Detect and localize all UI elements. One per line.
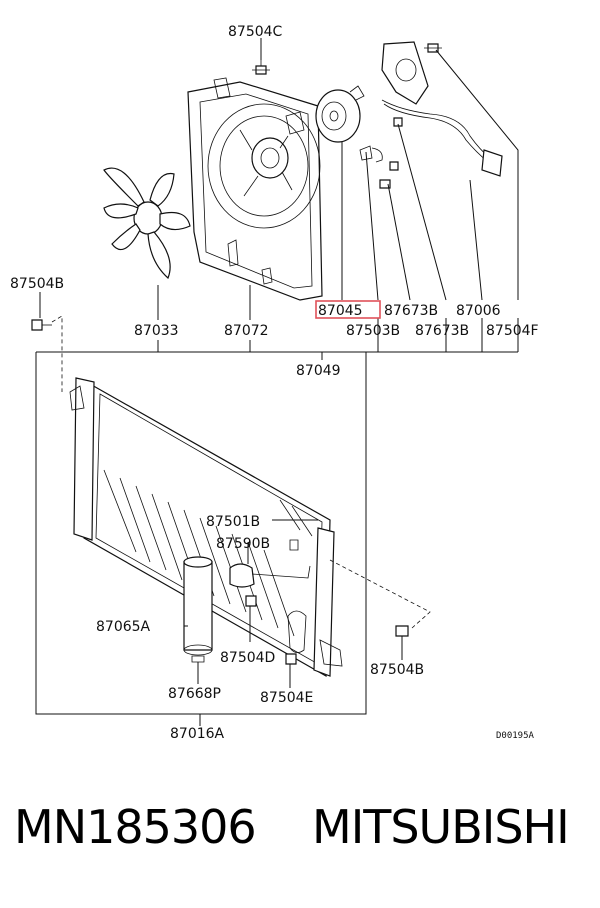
- label-87033: 87033: [134, 323, 179, 339]
- label-87504f: 87504F: [486, 323, 539, 339]
- condenser: [69, 377, 343, 678]
- label-87504b-right: 87504B: [370, 662, 424, 678]
- wiring-harness: [359, 41, 503, 177]
- brand-name: MITSUBISHI: [312, 800, 570, 854]
- fan-shroud: [187, 77, 323, 301]
- bolt-icon: [245, 539, 409, 665]
- label-87045: 87045: [318, 303, 363, 319]
- bolt-icon: [252, 43, 442, 189]
- label-87006: 87006: [456, 303, 501, 319]
- label-87673b-top: 87673B: [384, 303, 438, 319]
- bolt-icon: [31, 319, 52, 331]
- drawing-reference: D00195A: [496, 731, 535, 741]
- label-87065a: 87065A: [96, 619, 151, 635]
- footer: MN185306 MITSUBISHI: [0, 800, 600, 880]
- fan-motor: [315, 85, 365, 143]
- label-87016a: 87016A: [170, 726, 225, 742]
- label-87501b: 87501B: [206, 514, 260, 530]
- fan-blade: [103, 167, 191, 280]
- label-87504e: 87504E: [260, 690, 313, 706]
- label-87504c: 87504C: [228, 24, 283, 40]
- part-number: MN185306: [14, 800, 257, 854]
- label-87668p: 87668P: [168, 686, 221, 702]
- label-87072: 87072: [224, 323, 269, 339]
- bracket-clip: [229, 563, 311, 588]
- label-87049: 87049: [296, 363, 341, 379]
- parts-diagram: 87504C 87504B 87033 87072 87045 87673B 8…: [10, 24, 539, 742]
- label-87504b-left: 87504B: [10, 276, 64, 292]
- label-87504d: 87504D: [220, 650, 275, 666]
- highlight-box: [315, 300, 381, 319]
- receiver-drier: [183, 556, 213, 663]
- label-87503b: 87503B: [346, 323, 400, 339]
- label-87590b: 87590B: [216, 536, 270, 552]
- label-87673b-bottom: 87673B: [415, 323, 469, 339]
